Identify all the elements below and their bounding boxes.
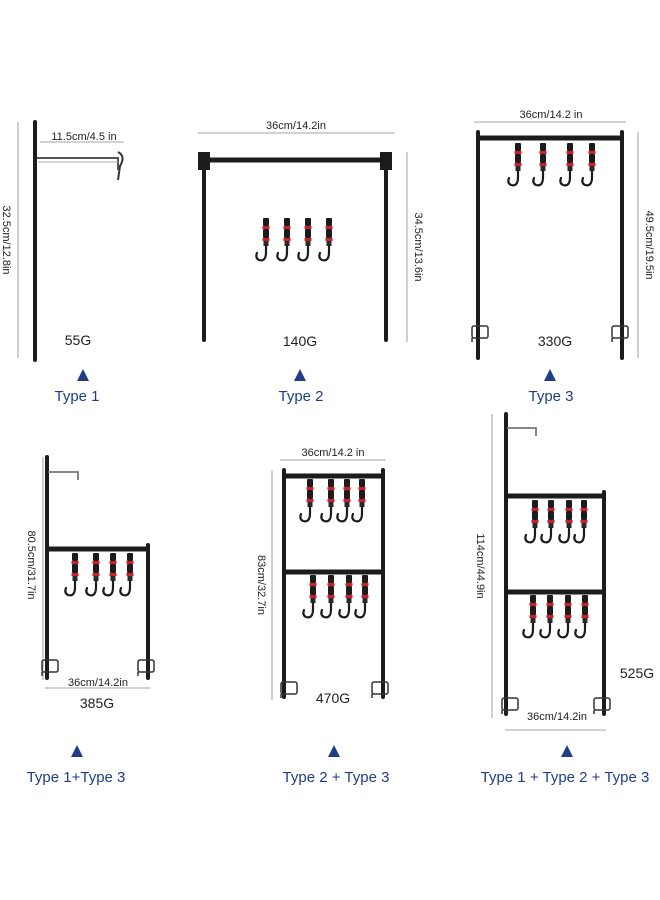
- type-label: Type 3: [528, 388, 573, 405]
- hook-icon: [559, 141, 575, 187]
- hanger-arm: [48, 471, 79, 480]
- type-label: Type 1: [54, 388, 99, 405]
- hook-icon: [354, 573, 370, 619]
- hook-set-top: [299, 477, 367, 523]
- weight-label: 385G: [80, 695, 114, 711]
- hook-icon: [507, 141, 523, 187]
- hook-icon: [524, 498, 540, 544]
- hook-set-top: [524, 498, 589, 544]
- hook-set: [64, 551, 135, 597]
- panel-type-2-type-3: 36cm/14.2 in 83cm/32.7in 470G Type 2 + T…: [255, 447, 389, 786]
- clamp-icon: [371, 681, 389, 699]
- weight-label: 470G: [316, 690, 350, 706]
- panel-type-3: 36cm/14.2 in 49.5cm/19.5in 330G Type 3: [471, 109, 655, 405]
- hook-icon: [276, 216, 292, 262]
- arrow-up-icon: [294, 369, 306, 381]
- hook-icon: [297, 216, 313, 262]
- hook-icon: [540, 498, 556, 544]
- hook-icon: [557, 593, 573, 639]
- hook-icon: [320, 573, 336, 619]
- weight-label: 55G: [65, 332, 91, 348]
- hook-icon: [102, 551, 118, 597]
- hook-icon: [573, 498, 589, 544]
- hook-icon: [581, 141, 597, 187]
- hook-set-bottom: [302, 573, 370, 619]
- arrow-up-icon: [71, 745, 83, 757]
- weight-label: 525G: [620, 665, 654, 681]
- panel-type-1: 32.5cm/12.8in 11.5cm/4.5 in 55G Type 1: [0, 120, 124, 405]
- hook-icon: [351, 477, 367, 523]
- dimension-width: 36cm/14.2 in: [302, 447, 365, 459]
- hook-icon: [574, 593, 590, 639]
- arrow-up-icon: [561, 745, 573, 757]
- panel-type-1-type-3: 80.5cm/31.7in 36cm/14.2in 385G Type 1+Ty…: [25, 455, 155, 786]
- hanger-hook: [117, 151, 124, 181]
- dimension-width: 36cm/14.2 in: [520, 109, 583, 121]
- hook-set-bottom: [522, 593, 590, 639]
- dimension-width: 36cm/14.2in: [527, 711, 587, 723]
- hook-icon: [64, 551, 80, 597]
- dimension-height: 83cm/32.7in: [255, 555, 267, 615]
- hook-set: [507, 141, 597, 187]
- arrow-up-icon: [328, 745, 340, 757]
- hanger-arm: [37, 157, 119, 170]
- dimension-height: 49.5cm/19.5in: [643, 210, 655, 279]
- hook-icon: [299, 477, 315, 523]
- hook-set: [255, 216, 334, 262]
- dimension-height: 114cm/44.9in: [474, 533, 486, 598]
- hook-icon: [85, 551, 101, 597]
- panel-type-2: 36cm/14.2in 34.5cm/13.6in 140G Type 2: [198, 120, 424, 405]
- dimension-width: 36cm/14.2in: [266, 120, 326, 132]
- dimension-width: 36cm/14.2in: [68, 677, 128, 689]
- hook-icon: [318, 216, 334, 262]
- hanger-arm: [507, 427, 537, 436]
- clamp-icon: [41, 659, 59, 677]
- hook-icon: [338, 573, 354, 619]
- weight-label: 330G: [538, 333, 572, 349]
- type-label: Type 1 + Type 2 + Type 3: [481, 769, 650, 786]
- hook-icon: [302, 573, 318, 619]
- hook-icon: [255, 216, 271, 262]
- hook-icon: [522, 593, 538, 639]
- dimension-width: 11.5cm/4.5 in: [51, 131, 116, 143]
- arrow-up-icon: [77, 369, 89, 381]
- weight-label: 140G: [283, 333, 317, 349]
- hook-icon: [336, 477, 352, 523]
- hook-icon: [119, 551, 135, 597]
- hook-icon: [558, 498, 574, 544]
- dimension-height: 32.5cm/12.8in: [0, 205, 12, 274]
- type-label: Type 2 + Type 3: [283, 769, 390, 786]
- hook-icon: [532, 141, 548, 187]
- type-label: Type 1+Type 3: [27, 769, 126, 786]
- dimension-height: 34.5cm/13.6in: [412, 212, 424, 281]
- panel-type-1-type-2-type-3: 114cm/44.9in 525G 36cm/14.2in Type 1 + T…: [474, 412, 654, 786]
- dimension-height: 80.5cm/31.7in: [25, 530, 37, 599]
- type-label: Type 2: [278, 388, 323, 405]
- arrow-up-icon: [544, 369, 556, 381]
- hook-icon: [320, 477, 336, 523]
- hook-icon: [539, 593, 555, 639]
